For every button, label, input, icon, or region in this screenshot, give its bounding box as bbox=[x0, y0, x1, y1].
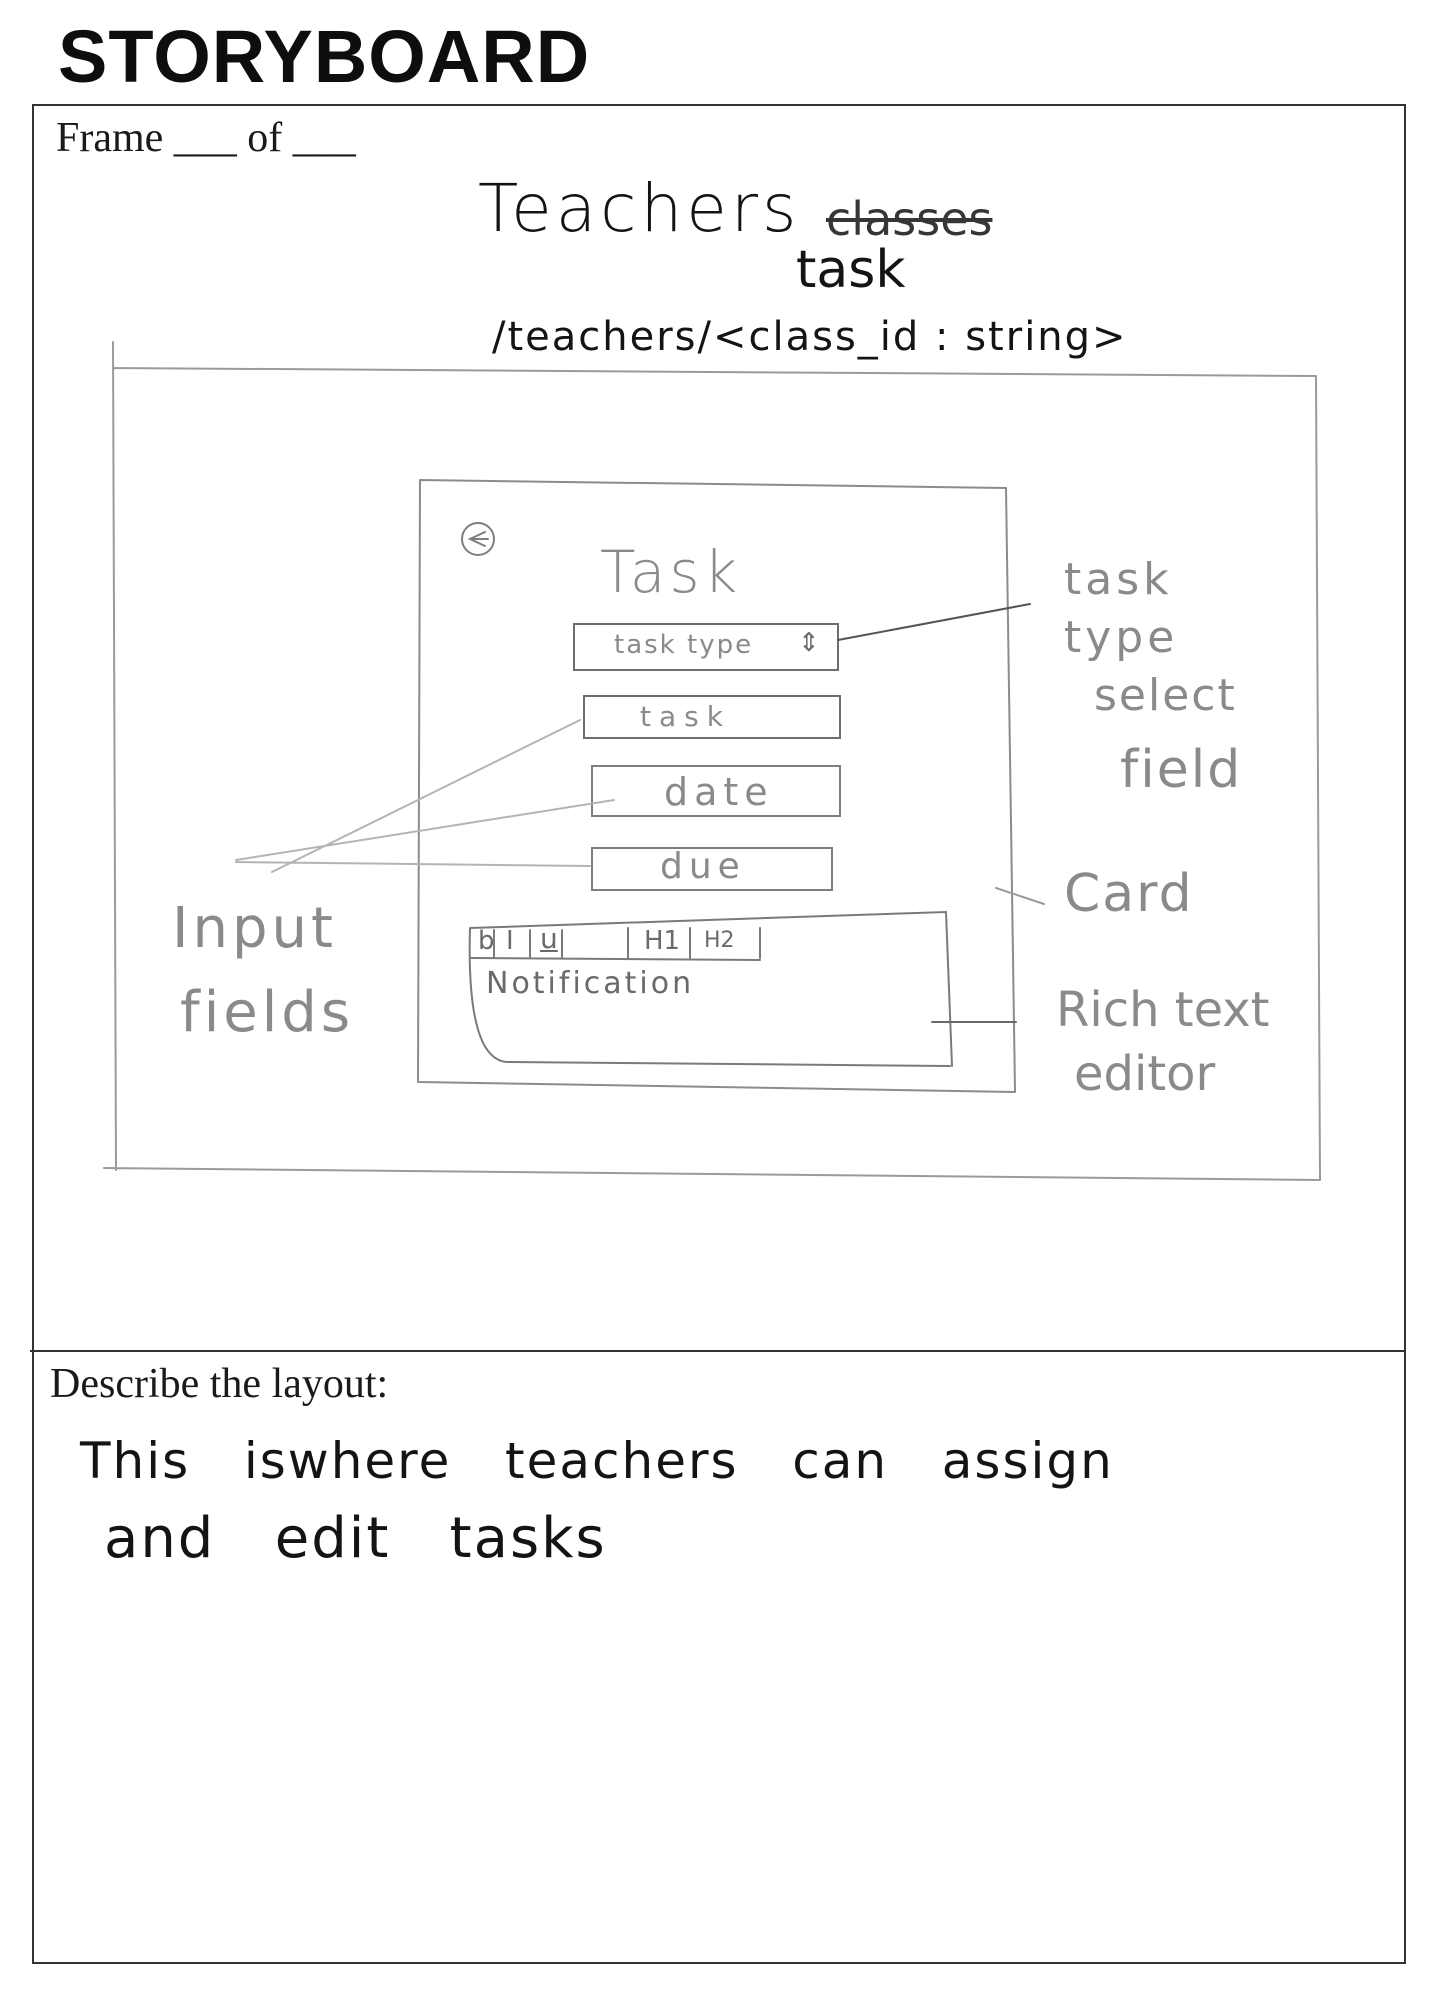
section-divider bbox=[30, 1350, 1406, 1352]
annotation-select-3: select bbox=[1094, 670, 1237, 721]
replacement-word: task bbox=[796, 240, 906, 300]
annotation-card: Card bbox=[1064, 864, 1194, 924]
route-path: /teachers/<class_id : string> bbox=[492, 314, 1128, 360]
sketch-page-title: Teachers bbox=[478, 170, 801, 247]
storyboard-title: STORYBOARD bbox=[58, 15, 591, 98]
annotation-select-4: field bbox=[1120, 740, 1243, 800]
description-line-1: This iswhere teachers can assign bbox=[80, 1432, 1114, 1490]
storyboard-frame bbox=[32, 104, 1406, 1964]
description-line-2: and edit tasks bbox=[104, 1506, 607, 1571]
editor-placeholder: Notification bbox=[486, 966, 695, 1001]
annotation-inputs-2: fields bbox=[180, 980, 355, 1045]
select-arrows-icon: ⇕ bbox=[798, 628, 820, 658]
describe-layout-label: Describe the layout: bbox=[50, 1361, 389, 1407]
annotation-editor-2: editor bbox=[1074, 1046, 1216, 1102]
field-due: due bbox=[660, 846, 746, 887]
field-task: task bbox=[640, 700, 731, 733]
toolbar-italic: I bbox=[506, 926, 514, 956]
toolbar-h2: H2 bbox=[704, 928, 735, 953]
annotation-editor-1: Rich text bbox=[1056, 982, 1270, 1038]
toolbar-bold: b bbox=[478, 926, 495, 956]
frame-number-label: Frame ___ of ___ bbox=[56, 115, 356, 161]
card-title: Task bbox=[600, 538, 742, 606]
annotation-select-1: task bbox=[1064, 554, 1173, 605]
toolbar-h1: H1 bbox=[644, 926, 681, 956]
field-task-type: task type bbox=[614, 630, 754, 660]
toolbar-underline: u bbox=[540, 922, 558, 955]
field-date: date bbox=[664, 770, 774, 814]
annotation-select-2: type bbox=[1064, 612, 1179, 663]
annotation-inputs-1: Input bbox=[172, 896, 338, 961]
struck-word: classes bbox=[826, 192, 993, 246]
